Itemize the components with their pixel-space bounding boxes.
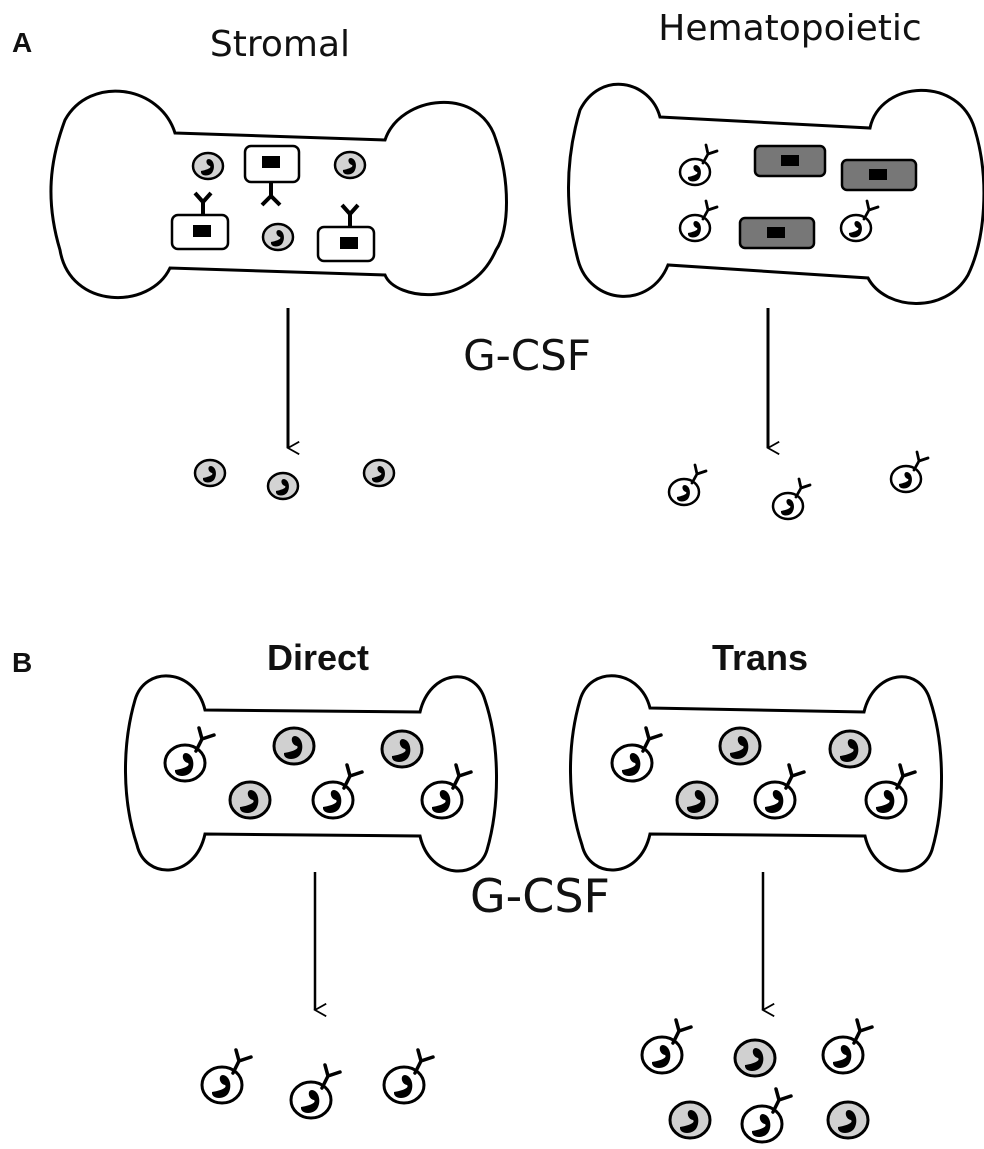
hsc-cell [228,780,272,820]
hsc-cell [718,726,762,766]
hematopoietic-stromal-cell [840,158,918,192]
mobilized-receptor-cell [821,1018,874,1075]
direct-title: Direct [267,637,369,678]
hematopoietic-stromal-cell [738,216,816,250]
stromal-title: Stromal [210,24,350,65]
stromal-cell [243,144,301,207]
stromal-bone [49,89,508,299]
mobilized-receptor-cell [889,450,930,494]
mobilized-receptor-cell [289,1063,342,1120]
panel-a-letter: A [12,27,32,58]
stromal-cell [316,203,376,263]
hsc-cell [261,222,295,252]
direct-bone [124,674,498,873]
mobilized-receptor-cell [200,1048,253,1105]
mobilized-hsc-cell [668,1100,712,1140]
gcsf-label-b: G-CSF [470,869,610,923]
hematopoietic-bone [567,82,984,305]
hematopoietic-title: Hematopoietic [658,8,921,49]
mobilized-receptor-cell [771,477,812,521]
hematopoietic-stromal-cell [753,144,827,178]
mobilized-receptor-cell [667,463,708,507]
mobilized-receptor-cell [382,1048,435,1105]
panel-b-letter: B [12,647,32,678]
hsc-cell [380,729,424,769]
mobilized-receptor-cell [740,1087,793,1144]
mobilized-cell [362,458,396,488]
trans-bone [569,674,943,873]
hsc-cell [675,780,719,820]
gcsf-label-a: G-CSF [463,331,591,380]
hsc-cell [828,729,872,769]
mobilized-cell [266,471,300,501]
stromal-cell [170,191,230,251]
mobilized-receptor-cell [640,1018,693,1075]
hsc-cell [272,726,316,766]
hsc-cell [333,150,367,180]
mobilized-hsc-cell [826,1100,870,1140]
hsc-cell [191,151,225,181]
mobilized-cell [193,458,227,488]
trans-title: Trans [712,637,808,678]
mobilized-hsc-cell [733,1038,777,1078]
